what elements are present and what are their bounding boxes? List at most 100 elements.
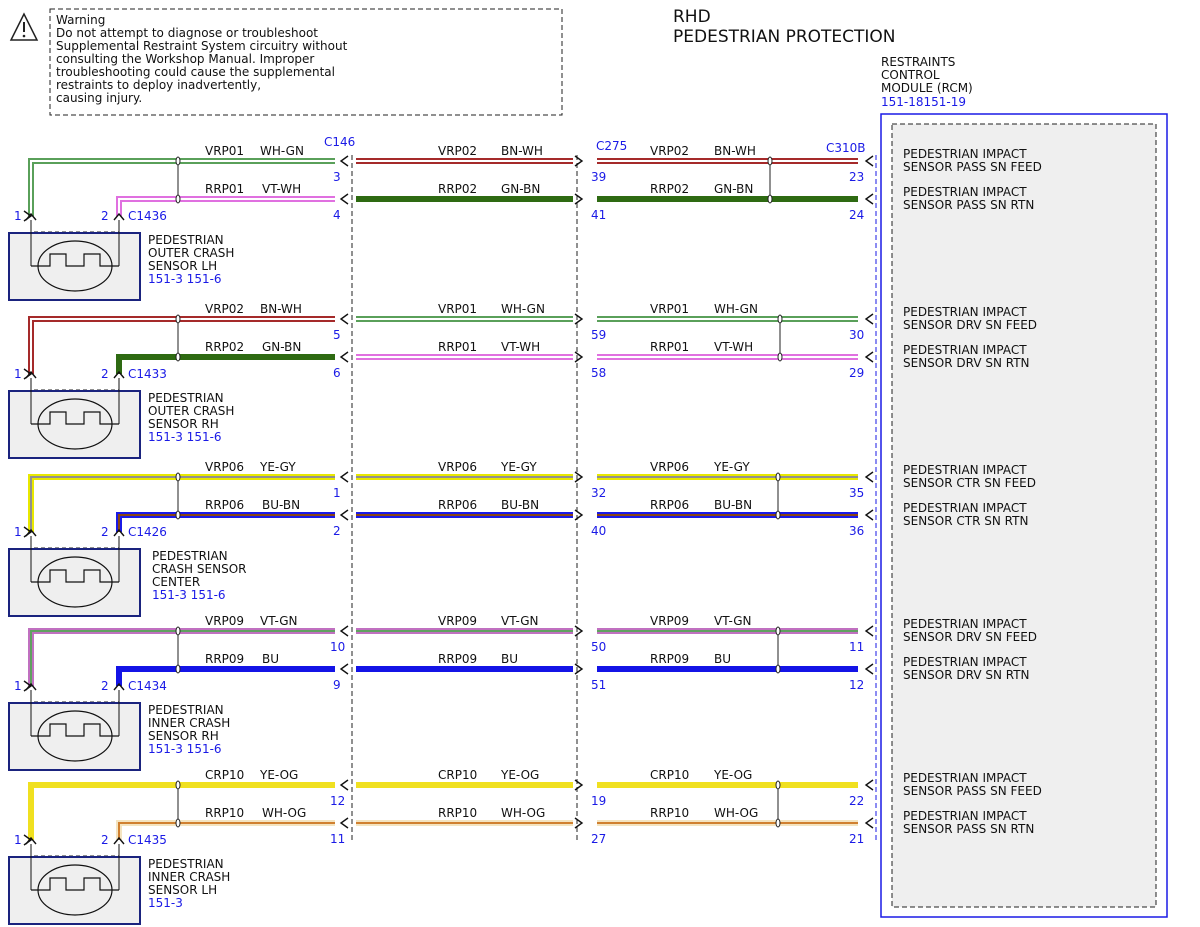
sensor-label: CRASH SENSOR bbox=[152, 562, 246, 576]
connector-arrow bbox=[339, 779, 349, 791]
warning-panel: Warning Do not attempt to diagnose or tr… bbox=[9, 8, 563, 116]
connector-label-c146: C146 bbox=[324, 135, 355, 149]
pin-arrow bbox=[25, 682, 37, 691]
wire-color-label: VT-GN bbox=[260, 614, 297, 628]
twisted-pair-marker bbox=[775, 472, 781, 482]
sensor-waveform-icon bbox=[31, 253, 119, 267]
twisted-pair-marker bbox=[775, 510, 781, 520]
pin-number: 22 bbox=[849, 794, 864, 808]
wire bbox=[116, 354, 335, 374]
connector-arrow bbox=[864, 351, 874, 363]
connector-arrow bbox=[339, 817, 349, 829]
crash-sensor bbox=[8, 220, 141, 301]
twisted-pair-marker bbox=[175, 780, 181, 790]
pin-number: 41 bbox=[591, 208, 606, 222]
pin-arrow bbox=[113, 370, 125, 379]
connector-arrow bbox=[864, 625, 874, 637]
circuit-label: RRP09 bbox=[438, 652, 477, 666]
pin-arrow bbox=[25, 370, 37, 379]
sensor-connector-label: C1436 bbox=[128, 209, 167, 223]
wire-color-label: BU bbox=[262, 652, 279, 666]
pin-number: 24 bbox=[849, 208, 864, 222]
wire-color-label: VT-WH bbox=[262, 182, 301, 196]
circuit-label: VRP01 bbox=[205, 144, 244, 158]
circuit-label: RRP02 bbox=[650, 182, 689, 196]
wire-stripe bbox=[118, 198, 335, 216]
sensor-ref: 151-3 bbox=[148, 896, 183, 910]
wire-stripe bbox=[30, 318, 335, 374]
pin-number: 58 bbox=[591, 366, 606, 380]
rcm-pin-label: PEDESTRIAN IMPACT bbox=[903, 463, 1027, 477]
sensor-waveform-icon bbox=[31, 569, 119, 583]
sensor-connector-label: C1435 bbox=[128, 833, 167, 847]
circuit-label: RRP09 bbox=[205, 652, 244, 666]
rcm-label: RESTRAINTS bbox=[881, 55, 955, 69]
sensor-ref: 151-3 151-6 bbox=[148, 430, 222, 444]
sensor-pin-number: 1 bbox=[14, 679, 22, 693]
wire-color-label: WH-OG bbox=[501, 806, 545, 820]
circuit-label: VRP01 bbox=[438, 302, 477, 316]
pin-number: 40 bbox=[591, 524, 606, 538]
wire-stripe bbox=[118, 822, 335, 840]
sensor-pin-number: 1 bbox=[14, 833, 22, 847]
connector-label-c275: C275 bbox=[596, 139, 627, 153]
diagram-title-line1: RHD bbox=[673, 7, 711, 27]
wire-stripe bbox=[30, 160, 335, 216]
pin-number: 4 bbox=[333, 208, 341, 222]
twisted-pair-marker bbox=[175, 194, 181, 204]
wire-color-label: WH-GN bbox=[260, 144, 304, 158]
rcm-pin-label: SENSOR PASS SN RTN bbox=[903, 198, 1034, 212]
wire-stripe bbox=[118, 514, 335, 532]
circuit-label: RRP06 bbox=[650, 498, 689, 512]
pin-arrow bbox=[25, 528, 37, 537]
twisted-pair-marker bbox=[175, 626, 181, 636]
connector-arrow bbox=[339, 509, 349, 521]
connector-arrow bbox=[339, 663, 349, 675]
twisted-pair-marker bbox=[775, 818, 781, 828]
sensor-label: INNER CRASH bbox=[148, 716, 230, 730]
connector-arrow bbox=[864, 663, 874, 675]
rcm-pin-label: PEDESTRIAN IMPACT bbox=[903, 501, 1027, 515]
circuit-label: RRP09 bbox=[650, 652, 689, 666]
sensor-pin-number: 2 bbox=[101, 679, 109, 693]
circuit-label: CRP10 bbox=[205, 768, 244, 782]
connector-arrow bbox=[339, 471, 349, 483]
twisted-pair-marker bbox=[175, 510, 181, 520]
twisted-pair-marker bbox=[775, 664, 781, 674]
rcm-pin-label: SENSOR CTR SN FEED bbox=[903, 476, 1036, 490]
twisted-pair-marker bbox=[767, 156, 773, 166]
sensor-pin-number: 1 bbox=[14, 209, 22, 223]
warning-line: consulting the Workshop Manual. Improper bbox=[56, 52, 314, 66]
rcm-pin-label: SENSOR DRV SN FEED bbox=[903, 630, 1037, 644]
pin-number: 19 bbox=[591, 794, 606, 808]
connector-outline bbox=[30, 852, 120, 857]
crash-sensor bbox=[8, 690, 141, 771]
circuit-label: CRP10 bbox=[650, 768, 689, 782]
pin-number: 6 bbox=[333, 366, 341, 380]
sensor-label: SENSOR LH bbox=[148, 259, 217, 273]
wire-color-label: WH-OG bbox=[714, 806, 758, 820]
sensor-ref: 151-3 151-6 bbox=[148, 742, 222, 756]
connector-arrow bbox=[864, 509, 874, 521]
sensor-label: OUTER CRASH bbox=[148, 404, 234, 418]
circuit-label: RRP10 bbox=[650, 806, 689, 820]
rcm-pin-label: PEDESTRIAN IMPACT bbox=[903, 617, 1027, 631]
sensor-label: PEDESTRIAN bbox=[148, 233, 224, 247]
rcm-pin-label: PEDESTRIAN IMPACT bbox=[903, 147, 1027, 161]
wire-color-label: VT-WH bbox=[501, 340, 540, 354]
warning-line: Supplemental Restraint System circuitry … bbox=[56, 39, 348, 53]
pin-number: 50 bbox=[591, 640, 606, 654]
circuit-label: RRP01 bbox=[205, 182, 244, 196]
crash-sensor bbox=[8, 844, 141, 925]
warning-line: Warning bbox=[56, 13, 105, 27]
pin-number: 1 bbox=[333, 486, 341, 500]
wire-stripe bbox=[30, 476, 335, 532]
wire-color-label: BU bbox=[501, 652, 518, 666]
circuit-label: VRP06 bbox=[438, 460, 477, 474]
wire bbox=[28, 782, 335, 840]
pin-arrow bbox=[113, 682, 125, 691]
wire-color-label: WH-OG bbox=[262, 806, 306, 820]
circuit-label: RRP01 bbox=[438, 340, 477, 354]
circuit-label: VRP02 bbox=[438, 144, 477, 158]
